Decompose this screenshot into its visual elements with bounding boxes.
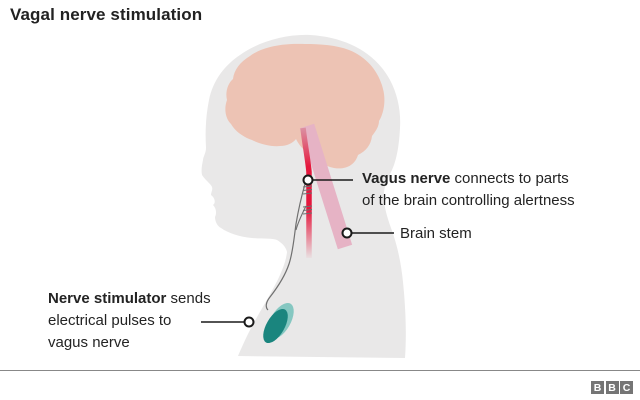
brain-stem-shape [299, 123, 353, 250]
vagus-annotation-line1: Vagus nerve connects to parts [362, 170, 569, 187]
brainstem-marker-icon [341, 227, 353, 239]
vagus-annotation-line2: of the brain controlling alertness [362, 192, 575, 209]
stimulator-wire [265, 183, 306, 311]
bbc-logo-block: C [620, 381, 633, 394]
vagus-nerve-annotation: Vagus nerve connects to parts of the bra… [362, 168, 575, 212]
footer-divider [0, 370, 640, 371]
stimulator-wire-branch [295, 205, 307, 231]
stimulator-annotation-line2: electrical pulses to [48, 312, 172, 329]
stimulator-device [263, 302, 294, 344]
brain-stem-label: Brain stem [400, 225, 472, 242]
stimulator-marker-icon [243, 316, 255, 328]
nerve-stimulator-annotation: Nerve stimulator sends electrical pulses… [48, 288, 211, 354]
stimulator-annotation-line1: Nerve stimulator sends [48, 290, 211, 307]
vagus-marker-icon [302, 174, 314, 186]
vagus-nerve-line [300, 127, 312, 258]
page-title: Vagal nerve stimulation [10, 5, 203, 24]
stimulator-annotation-line3: vagus nerve [48, 334, 130, 351]
wire-coil-icon [302, 185, 313, 215]
bbc-logo-block: B [591, 381, 604, 394]
bbc-logo-block: B [605, 381, 619, 394]
bbc-logo: B B C [591, 381, 633, 394]
brain-shape [225, 43, 385, 169]
